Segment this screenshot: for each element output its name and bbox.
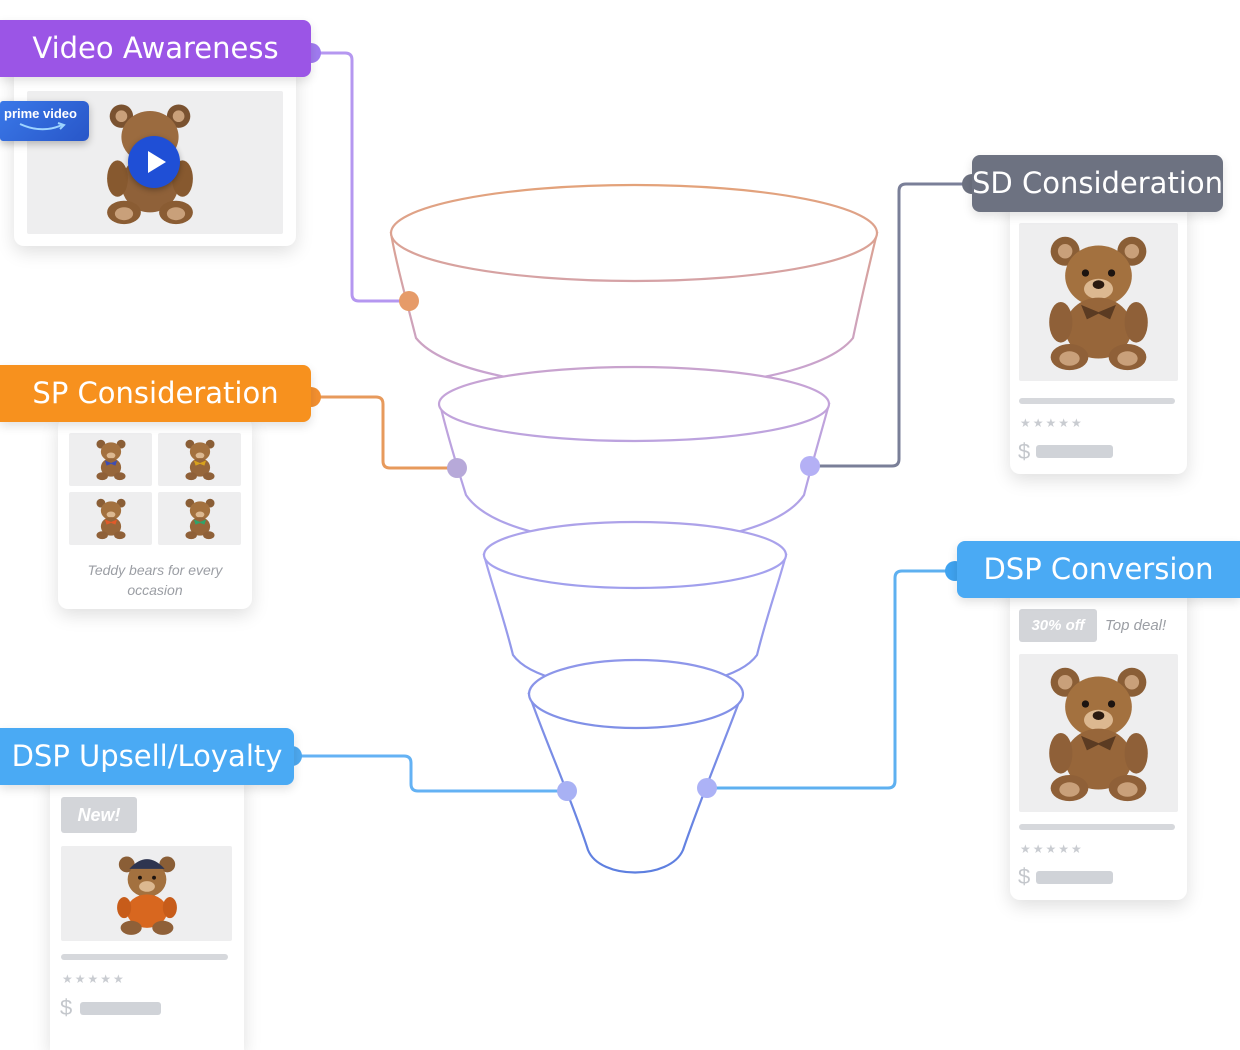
connector-sp-consideration xyxy=(311,395,457,470)
dot-funnel-tier-2-right xyxy=(800,456,820,476)
teddy-bear-image xyxy=(96,498,126,540)
dsp-conversion-label: DSP Conversion xyxy=(957,541,1240,598)
teddy-bear-image xyxy=(1049,236,1148,371)
sp-product-tile[interactable] xyxy=(69,433,152,486)
sd-consideration-label: SD Consideration xyxy=(972,155,1223,212)
sd-rating-stars: ★★★★★ xyxy=(1020,416,1084,430)
sd-price-placeholder xyxy=(1036,445,1113,458)
sp-caption: Teddy bears for every occasion xyxy=(58,560,252,600)
loyalty-product-image[interactable] xyxy=(61,846,232,941)
conversion-product-image[interactable] xyxy=(1019,654,1178,812)
teddy-bear-image xyxy=(185,498,215,540)
conversion-price-currency: $ xyxy=(1018,864,1031,889)
sp-caption-line-1: Teddy bears for every xyxy=(87,562,223,578)
sp-product-tile[interactable] xyxy=(69,492,152,545)
loyalty-product-title-placeholder xyxy=(61,954,228,960)
discount-badge: 30% off xyxy=(1019,609,1097,642)
prime-video-smile-icon xyxy=(19,122,66,131)
conversion-product-title-placeholder xyxy=(1019,824,1175,830)
sd-product-title-placeholder xyxy=(1019,398,1175,404)
funnel-tier-1-top xyxy=(389,183,879,283)
prime-video-logo-text: prime video xyxy=(4,106,77,121)
deal-text: Top deal! xyxy=(1105,617,1167,634)
connector-sd-consideration xyxy=(810,182,972,468)
prime-video-badge: prime video xyxy=(0,101,89,141)
connector-dsp-conversion xyxy=(707,569,955,790)
dot-funnel-tier-4-left xyxy=(557,781,577,801)
connector-dsp-upsell-loyalty xyxy=(292,754,567,793)
dot-funnel-tier-1 xyxy=(399,291,419,311)
sp-consideration-label: SP Consideration xyxy=(0,365,311,422)
sd-price-currency: $ xyxy=(1018,439,1031,464)
dot-funnel-tier-2-left xyxy=(447,458,467,478)
connector-video-awareness xyxy=(311,51,409,303)
dot-funnel-tier-4-right xyxy=(697,778,717,798)
play-icon[interactable] xyxy=(128,136,180,188)
funnel xyxy=(389,183,879,874)
loyalty-rating-stars: ★★★★★ xyxy=(62,972,126,986)
conversion-price-placeholder xyxy=(1036,871,1113,884)
sd-product-image[interactable] xyxy=(1019,223,1178,381)
sp-product-tile[interactable] xyxy=(158,492,241,545)
conversion-rating-stars: ★★★★★ xyxy=(1020,842,1084,856)
funnel-tier-4-top xyxy=(527,658,745,730)
loyalty-price-currency: $ xyxy=(60,995,73,1020)
sp-caption-line-2: occasion xyxy=(127,582,183,598)
funnel-tier-4 xyxy=(527,692,744,874)
sp-product-tile[interactable] xyxy=(158,433,241,486)
video-awareness-label: Video Awareness xyxy=(0,20,311,77)
teddy-bear-image xyxy=(96,439,126,481)
teddy-bear-image xyxy=(117,856,177,935)
teddy-bear-image xyxy=(185,439,215,481)
new-badge: New! xyxy=(61,797,137,833)
funnel-tier-2-top xyxy=(437,365,831,443)
dsp-upsell-loyalty-label: DSP Upsell/Loyalty xyxy=(0,728,294,785)
loyalty-price-placeholder xyxy=(80,1002,161,1015)
teddy-bear-image xyxy=(1049,667,1148,802)
funnel-tier-3-top xyxy=(482,520,788,590)
